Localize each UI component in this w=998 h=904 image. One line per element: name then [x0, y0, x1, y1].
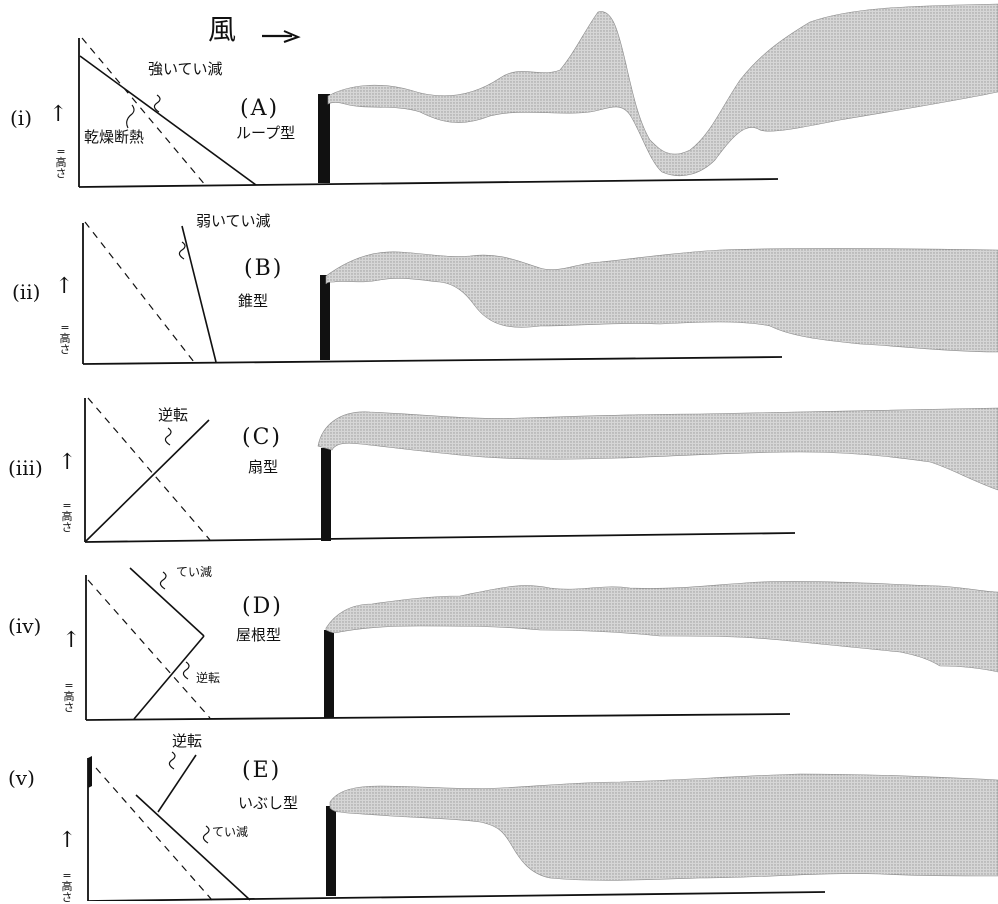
dry-adiabatic-line	[88, 580, 210, 718]
plume-shape	[328, 4, 998, 176]
height-up-arrow-icon: ↑	[58, 830, 76, 852]
smokestack	[318, 94, 330, 183]
plume-shape	[326, 249, 998, 353]
ground-line	[88, 892, 825, 901]
ground-line	[83, 357, 782, 364]
height-label: = 高さ	[54, 146, 68, 179]
panel-d-type: 屋根型	[236, 628, 281, 643]
panel-e-annotation-inversion: 逆転	[172, 734, 202, 749]
panel-b-type: 錐型	[238, 294, 268, 309]
panel-e-type: いぶし型	[238, 796, 298, 811]
smokestack	[321, 448, 331, 541]
panel-c-letter: (C)	[242, 427, 282, 449]
panel-c-roman: (iii)	[8, 458, 43, 478]
inversion-line	[86, 420, 209, 541]
plume-shape	[318, 408, 998, 490]
lapse-rate-line	[182, 226, 216, 362]
panel-a-annotation-strong: 強いてい減	[148, 62, 223, 77]
plume-shape	[330, 774, 998, 880]
panel-c-annotation-inversion: 逆転	[158, 408, 188, 423]
ground-line	[85, 533, 795, 542]
panel-a-annotation-dry: 乾燥断熱	[84, 130, 144, 145]
plume-shape	[326, 581, 998, 672]
panel-d-annotation-lapse: てい減	[176, 566, 212, 578]
height-label: = 高さ	[60, 500, 74, 533]
height-label: = 高さ	[60, 870, 74, 903]
wind-arrow	[262, 31, 298, 42]
dry-adiabatic-line	[85, 222, 194, 362]
inversion-lower	[134, 636, 204, 719]
lapse-rate-line	[136, 795, 250, 900]
panel-b-roman: (ii)	[12, 282, 40, 302]
panel-b-letter: (B)	[244, 258, 283, 280]
panel-d-annotation-inversion: 逆転	[196, 672, 220, 684]
height-up-arrow-icon: ↑	[58, 452, 76, 474]
panel-d	[86, 568, 998, 720]
height-label: = 高さ	[62, 680, 76, 713]
height-label: = 高さ	[58, 322, 72, 355]
ground-line	[79, 179, 778, 187]
smokestack	[320, 275, 330, 360]
panel-d-roman: (iv)	[8, 616, 41, 636]
panel-a-letter: (A)	[240, 98, 279, 120]
smokestack	[324, 630, 334, 718]
inversion-line	[158, 755, 196, 812]
height-up-arrow-icon: ↑	[49, 104, 67, 126]
height-up-arrow-icon: ↑	[55, 276, 73, 298]
panel-a-roman: (i)	[10, 108, 32, 128]
panel-e-letter: (E)	[242, 760, 281, 782]
panel-d-letter: (D)	[242, 596, 283, 618]
panel-c	[85, 398, 998, 542]
panel-b	[83, 222, 998, 364]
panel-e-roman: (v)	[8, 768, 35, 788]
panel-e-annotation-lapse: てい減	[212, 826, 248, 838]
dry-adiabatic-line	[88, 398, 210, 540]
dry-adiabatic-line	[96, 768, 212, 900]
panel-b-annotation-weak: 弱いてい減	[196, 214, 271, 229]
ground-line	[86, 714, 790, 720]
height-up-arrow-icon: ↑	[62, 630, 80, 652]
wind-label: 風	[208, 16, 236, 44]
smokestack	[326, 806, 336, 896]
panel-a-type: ループ型	[236, 126, 295, 141]
panel-c-type: 扇型	[248, 460, 278, 475]
